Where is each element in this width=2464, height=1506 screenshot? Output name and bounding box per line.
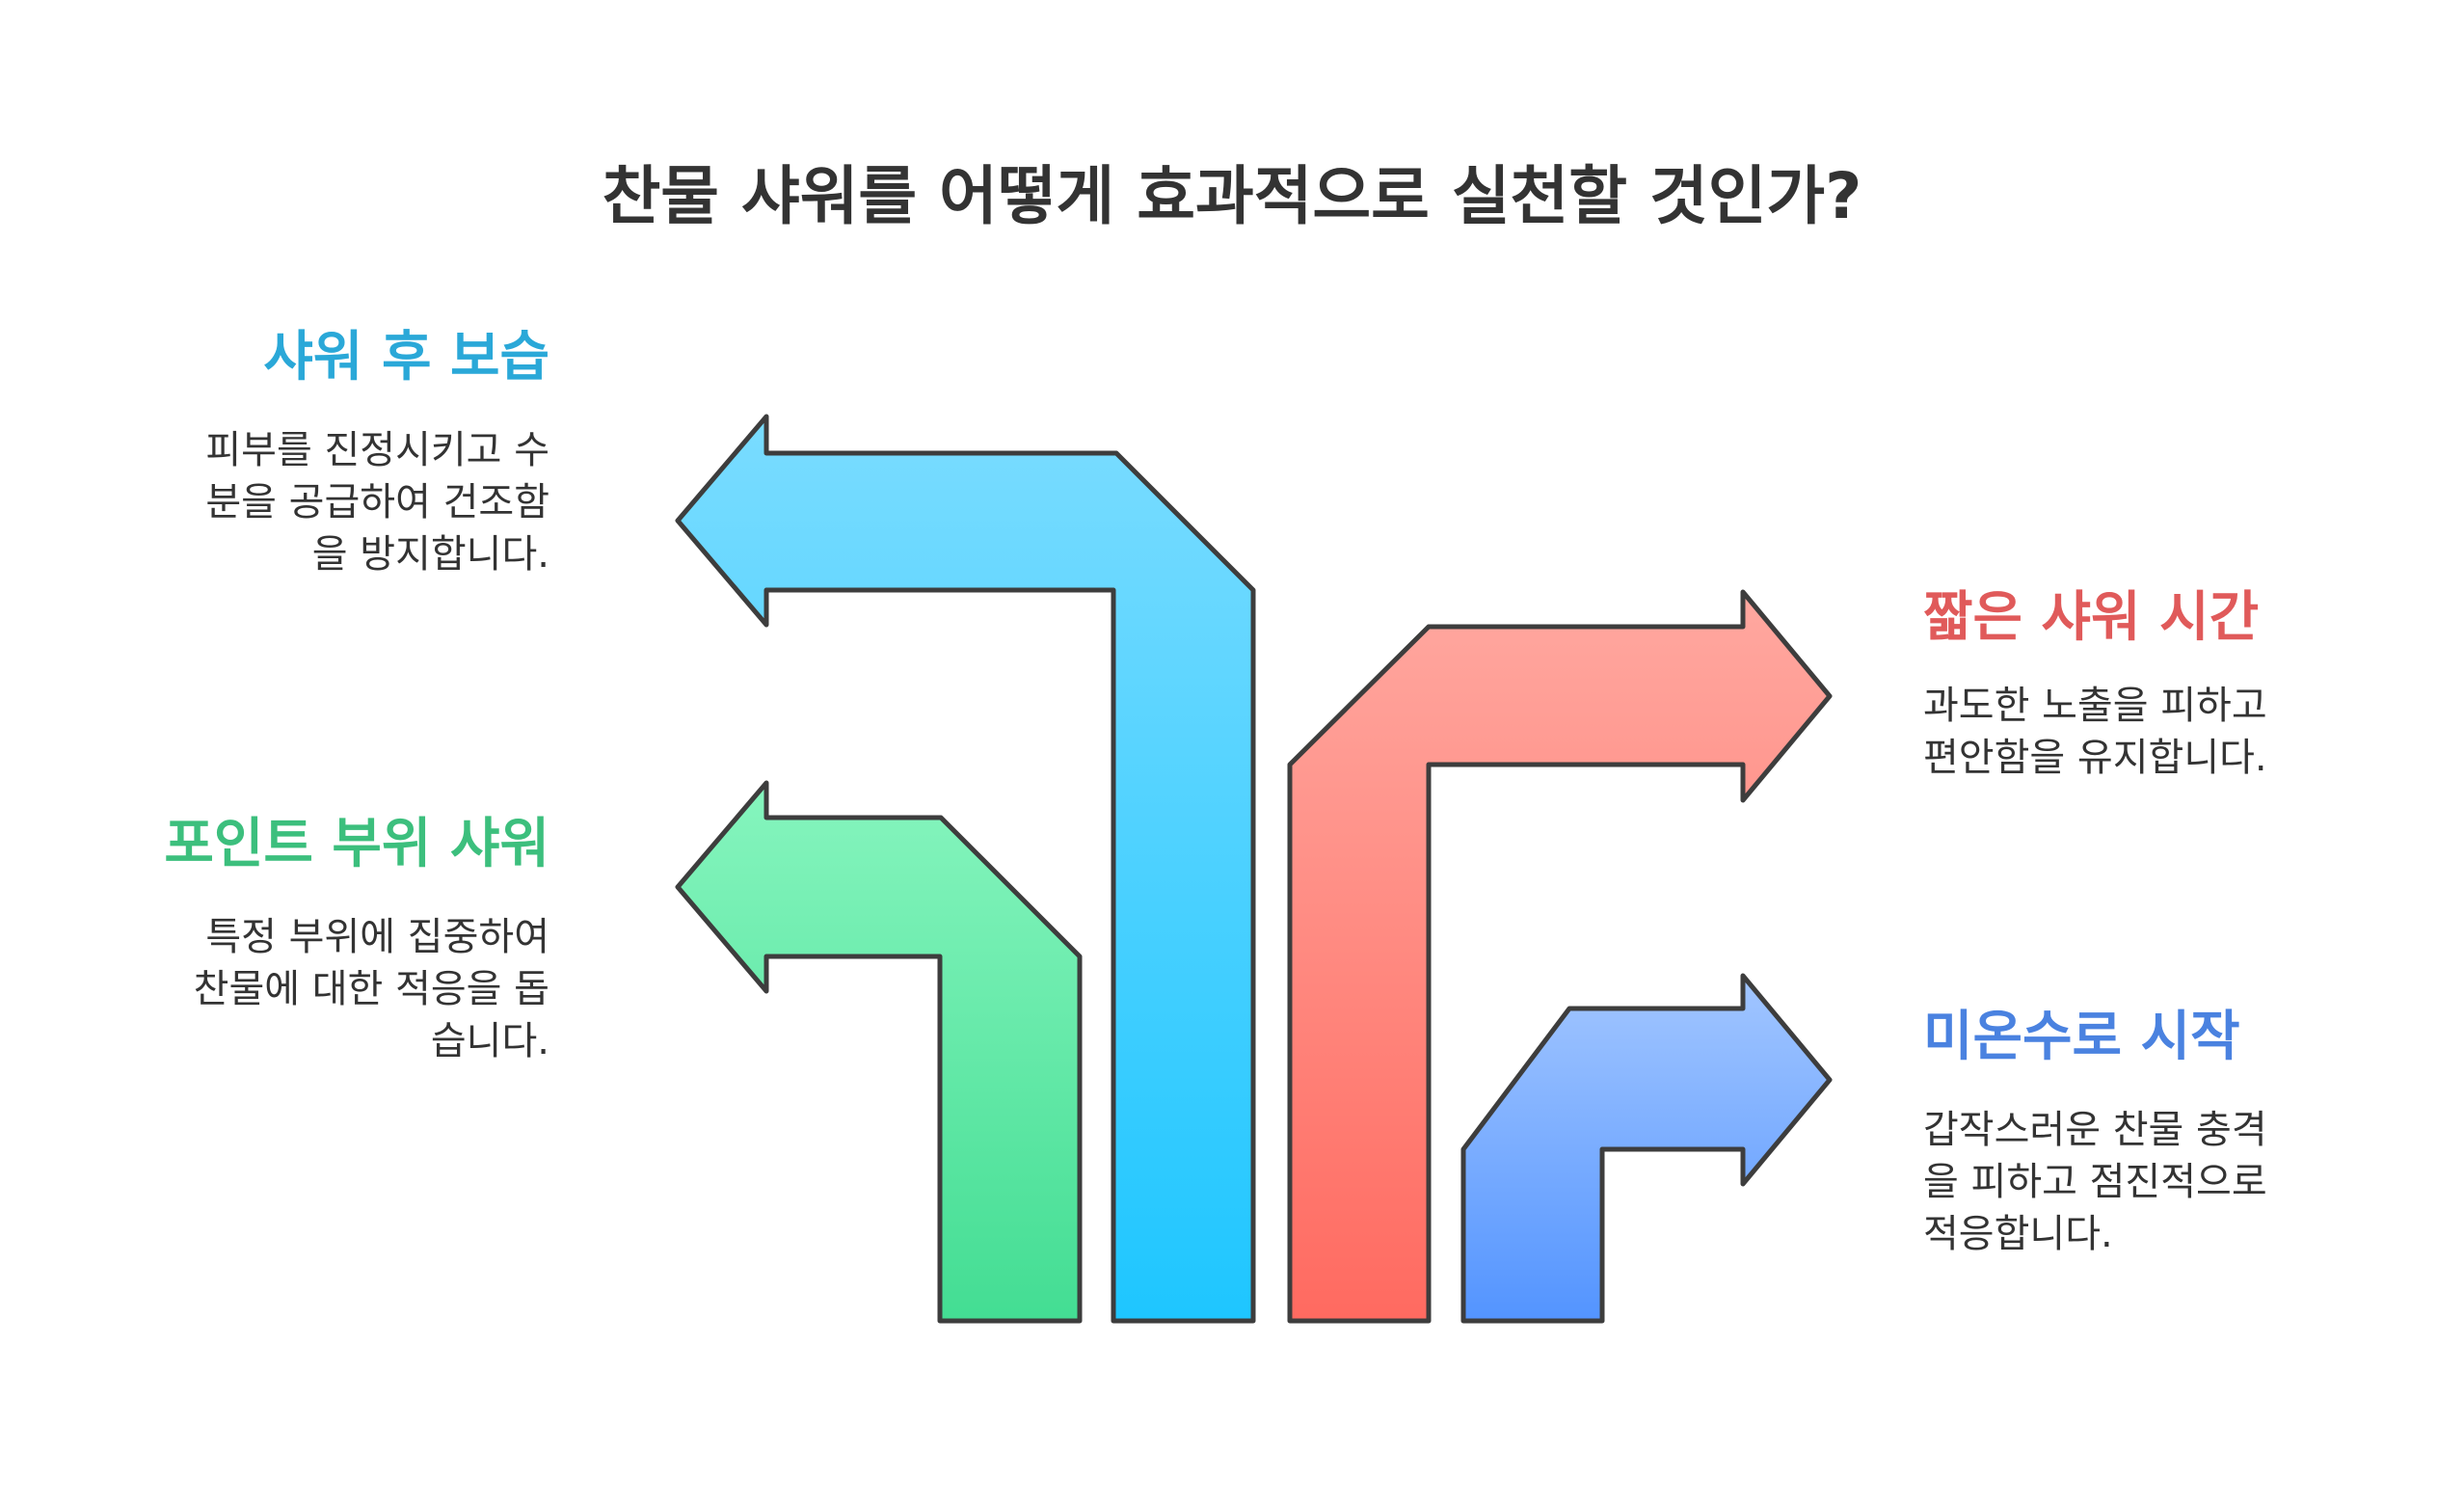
desc-line: 습니다. [430,1019,549,1063]
arrow-moisturize [675,414,1256,1324]
heading-point-shower: 포인트 부위 샤워 [164,813,549,875]
desc-moisturize: 피부를 진정시키고 수 분을 공급하여 건조함 을 방지합니다. [87,424,549,580]
desc-line: 편안함을 유지합니다. [1923,736,2267,780]
arrow-point-shower [675,780,1083,1324]
desc-lukewarm-start: 갑작스러운 찬물 충격 을 피하고 점진적으로 적응합니다. [1923,1104,2367,1260]
desc-line: 을 방지합니다. [311,532,549,577]
desc-line: 갑작스러운 찬물 충격 [1923,1108,2267,1152]
heading-moisturize: 샤워 후 보습 [263,326,549,389]
desc-line: 과도한 노출을 피하고 [1923,684,2267,728]
desc-line: 을 피하고 점진적으로 [1923,1160,2267,1204]
arrow-short-shower [1287,589,1833,1324]
heading-lukewarm-start: 미온수로 시작 [1923,1006,2240,1068]
desc-line: 분을 공급하여 건조함 [205,480,549,524]
heading-short-shower: 짧은 샤워 시간 [1923,586,2260,649]
desc-line: 찬물에 대한 적응을 돕 [193,967,549,1011]
arrow-lukewarm-start [1460,973,1833,1324]
desc-point-shower: 특정 부위에 집중하여 찬물에 대한 적응을 돕 습니다. [87,911,549,1067]
desc-line: 적응합니다. [1923,1212,2113,1256]
desc-line: 특정 부위에 집중하여 [205,915,549,959]
desc-short-shower: 과도한 노출을 피하고 편안함을 유지합니다. [1923,680,2367,784]
desc-line: 피부를 진정시키고 수 [205,428,549,472]
page-title: 찬물 샤워를 어떻게 효과적으로 실천할 것인가? [602,159,1862,233]
